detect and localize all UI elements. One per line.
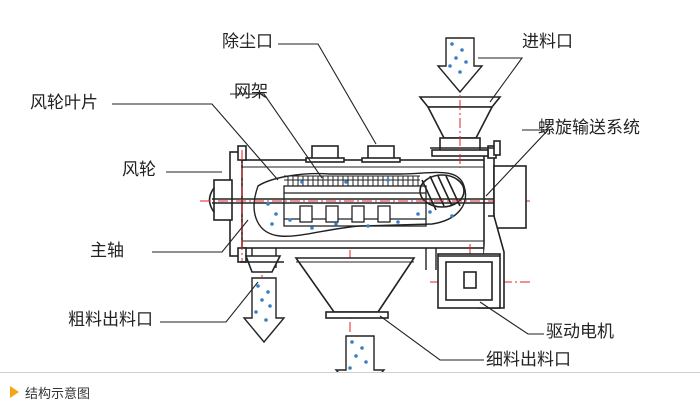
motor-housing [437,165,527,309]
mesh-frame-top-ribs [284,175,420,181]
label-fan-wheel: 风轮 [122,160,156,180]
play-arrow-icon [10,386,19,398]
material-particles [254,42,468,384]
fine-material-cone [294,257,416,319]
dust-outlet-ports [305,145,401,163]
label-feed-inlet: 进料口 [522,32,573,52]
material-flow-path [253,171,467,237]
label-drive-motor: 驱动电机 [546,322,614,342]
main-shaft-line [212,198,500,204]
footer-caption: 结构示意图 [25,387,91,402]
label-coarse-outlet: 粗料出料口 [68,310,153,330]
mesh-ribs [287,176,419,186]
footer-bar: 结构示意图 [0,372,700,418]
label-fan-blade: 风轮叶片 [30,93,98,113]
leader-lines [112,43,550,361]
label-main-shaft: 主轴 [90,241,124,261]
label-fine-outlet: 细料出料口 [486,350,571,370]
coarse-outlet-chute [240,255,284,273]
label-dust-outlet: 除尘口 [222,32,273,52]
label-mesh-frame: 网架 [234,82,268,102]
hopper-bolt-bar [430,140,501,156]
label-screw-conveyor: 螺旋输送系统 [538,118,640,138]
coarse-arrow [242,277,286,344]
fan-wheel-housing [208,179,233,221]
feed-arrow [436,37,484,94]
